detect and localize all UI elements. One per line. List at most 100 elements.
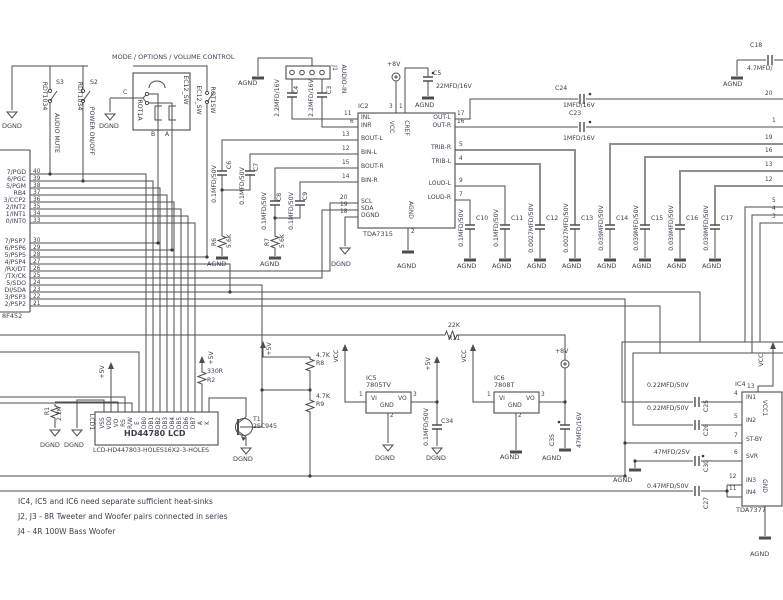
val-c6: 0.1MFD/50V bbox=[210, 165, 218, 203]
ref-c26: C26 bbox=[702, 423, 710, 437]
ref-c27: C27 bbox=[702, 496, 710, 510]
pin-name: 5/SDO bbox=[6, 280, 26, 287]
pin-num: 14 bbox=[342, 174, 350, 180]
part-ic4: TDA7377 bbox=[736, 506, 766, 514]
val-c12: 0.0027MFD/50V bbox=[527, 203, 535, 253]
ref-c18: C18 bbox=[750, 42, 763, 49]
pin-num: 5 bbox=[459, 142, 463, 148]
ref-c35: C35 bbox=[548, 433, 556, 447]
pin-name: ST-BY bbox=[746, 436, 763, 443]
part-s2: RDT1034 bbox=[76, 81, 84, 111]
ref-c15: C15 bbox=[651, 215, 664, 222]
pin-num: 19 bbox=[340, 202, 348, 208]
name-j1: AUDIO-IN bbox=[340, 64, 348, 94]
pin-name: BIN-L bbox=[361, 149, 377, 156]
pin-name: 7/PSP7 bbox=[4, 238, 26, 245]
pin-name: SDA bbox=[361, 205, 374, 212]
ref-c9: C9 bbox=[301, 191, 309, 201]
pwr-vcc: VCC bbox=[460, 349, 468, 363]
pin-num: 34 bbox=[33, 211, 41, 217]
pin-num: 40 bbox=[33, 169, 41, 175]
term-b: B bbox=[151, 131, 156, 138]
pin-name: /RX/DT bbox=[4, 266, 26, 273]
agnd-label: AGND bbox=[613, 476, 633, 484]
pin-num: 1 bbox=[487, 392, 491, 398]
pin-num: 17 bbox=[457, 111, 465, 117]
term-a: A bbox=[165, 131, 170, 138]
ref-ic5: IC5 bbox=[366, 374, 377, 382]
edge-num: 4 bbox=[772, 206, 776, 212]
ref-c3: C3 bbox=[325, 85, 333, 95]
note-speakers: J2, J3 - 8R Tweeter and Woofer pairs con… bbox=[18, 512, 228, 521]
pin-num: 21 bbox=[33, 301, 41, 307]
pin-name: 2/INT2 bbox=[5, 204, 26, 211]
pwr-8v: +8V bbox=[387, 61, 401, 68]
pin-name: AGND bbox=[407, 201, 414, 219]
pin-num: 37 bbox=[33, 190, 41, 196]
pin-name: A bbox=[198, 421, 205, 425]
agnd-label: AGND bbox=[527, 262, 547, 270]
pin-name: IN1 bbox=[746, 394, 757, 401]
agnd-label: AGND bbox=[542, 454, 562, 462]
pwr-5v: +5V bbox=[424, 357, 432, 371]
pin-name: DB7 bbox=[191, 416, 198, 430]
val-c16: 0.039MFD/50V bbox=[667, 205, 675, 251]
pin-name: 6/PGC bbox=[7, 176, 26, 183]
pin-name: /TX/CK bbox=[5, 273, 26, 280]
part-lcd: HD44780 LCD bbox=[124, 429, 186, 438]
val-r6: 5.6K bbox=[225, 234, 233, 248]
pin-num: 1 bbox=[399, 104, 403, 110]
pin-name: DB2 bbox=[156, 416, 163, 430]
pin-name: VCC1 bbox=[761, 399, 768, 417]
pin-num: 9 bbox=[459, 178, 463, 184]
term-c: C bbox=[123, 89, 128, 96]
agnd-label: AGND bbox=[207, 260, 227, 268]
pin-num: 22 bbox=[33, 294, 41, 300]
val-c10: 0.1MFD/50V bbox=[457, 209, 465, 247]
pin-num: 30 bbox=[33, 238, 41, 244]
val-r11: 22K bbox=[448, 322, 460, 329]
part-rotsw: EC12_SW bbox=[195, 85, 203, 115]
pin-name: VI bbox=[371, 395, 377, 402]
dgnd-label: DGND bbox=[99, 122, 119, 130]
part-s3: RDT1034 bbox=[41, 81, 49, 111]
ref-c10: C10 bbox=[476, 215, 489, 222]
val-c25: 0.22MFD/50V bbox=[647, 382, 689, 389]
ref-t1: T1 bbox=[253, 416, 261, 423]
pin-name: RB4 bbox=[13, 190, 26, 197]
ref-c12: C12 bbox=[546, 215, 559, 222]
pin-num: 36 bbox=[33, 197, 41, 203]
val-c11: 0.1MFD/50V bbox=[492, 209, 500, 247]
pin-name: K bbox=[205, 421, 212, 425]
agnd-label: AGND bbox=[597, 262, 617, 270]
pin-name: DB0 bbox=[142, 416, 149, 430]
pin-name: OUT-R bbox=[432, 122, 451, 129]
ref-c23: C23 bbox=[569, 110, 582, 117]
pin-name: DB6 bbox=[184, 416, 191, 430]
val-c5: 22MFD/16V bbox=[436, 83, 472, 90]
pin-name: 5/PSP5 bbox=[4, 252, 26, 259]
pin-num: 12 bbox=[729, 474, 737, 480]
wires bbox=[0, 57, 783, 536]
pin-name: 3/CCP2 bbox=[3, 197, 26, 204]
pin-name: 0/INT0 bbox=[5, 218, 26, 225]
pin-num: 38 bbox=[33, 183, 41, 189]
pin-num: 6 bbox=[734, 450, 738, 456]
ref-ic4: IC4 bbox=[735, 380, 746, 388]
pin-name: LOUD-R bbox=[427, 194, 451, 201]
dgnd-label: DGND bbox=[331, 260, 351, 268]
pin-name: INL bbox=[361, 114, 371, 121]
agnd-label: AGND bbox=[397, 262, 417, 270]
pin-name: SVR bbox=[746, 453, 759, 460]
ref-ic2: IC2 bbox=[358, 102, 369, 110]
val-c27: 0.47MFD/50V bbox=[647, 483, 689, 490]
ref-c34: C34 bbox=[441, 418, 454, 425]
ref-c7: C7 bbox=[252, 162, 260, 172]
pin-name: 7/PGD bbox=[6, 169, 26, 176]
ref-j1: J1 bbox=[331, 65, 339, 71]
pin-name: VCC bbox=[388, 120, 395, 134]
dgnd-label: DGND bbox=[426, 454, 446, 462]
val-r7: 5.6K bbox=[278, 234, 286, 248]
agnd-label: AGND bbox=[723, 80, 743, 88]
pin-name: BOUT-R bbox=[361, 163, 384, 170]
